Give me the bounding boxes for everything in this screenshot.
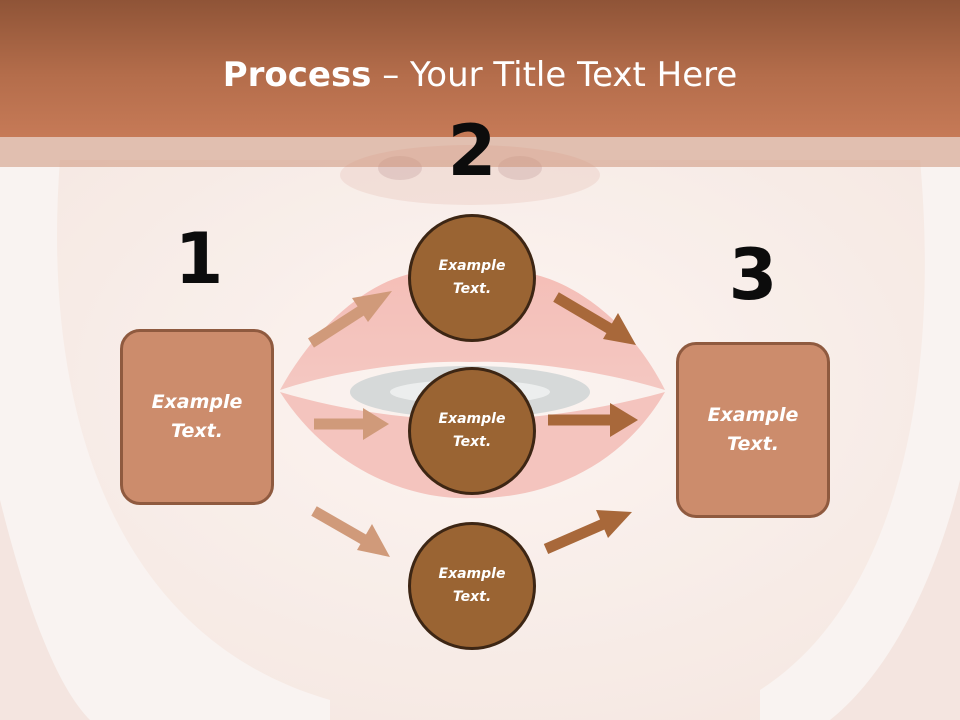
circle-top-text: Example Text. [438, 258, 506, 297]
step-3-text: Example Text. [707, 404, 799, 455]
slide-title: Process – Your Title Text Here [0, 52, 960, 98]
arrow-left-to-top [308, 291, 392, 348]
arrow-top-to-right [553, 292, 636, 345]
title-bar [0, 0, 960, 137]
step-1-text: Example Text. [151, 391, 243, 442]
step-3-box: Example Text. [676, 342, 830, 518]
arrow-left-to-middle [314, 408, 389, 440]
title-rest: – Your Title Text Here [371, 55, 738, 95]
step-2-circle-top: Example Text. [408, 214, 536, 342]
step-number-3: 3 [728, 234, 778, 316]
step-2-circle-bottom: Example Text. [408, 522, 536, 650]
step-2-circle-middle: Example Text. [408, 367, 536, 495]
step-1-box: Example Text. [120, 329, 274, 505]
header-band [0, 137, 960, 167]
arrow-bottom-to-right [543, 510, 632, 555]
circle-bottom-text: Example Text. [438, 566, 506, 605]
arrow-middle-to-right [548, 403, 638, 437]
arrow-left-to-bottom [311, 506, 390, 557]
title-bold: Process [222, 55, 372, 95]
step-number-1: 1 [174, 218, 224, 300]
step-number-2: 2 [447, 110, 497, 192]
circle-middle-text: Example Text. [438, 411, 506, 450]
